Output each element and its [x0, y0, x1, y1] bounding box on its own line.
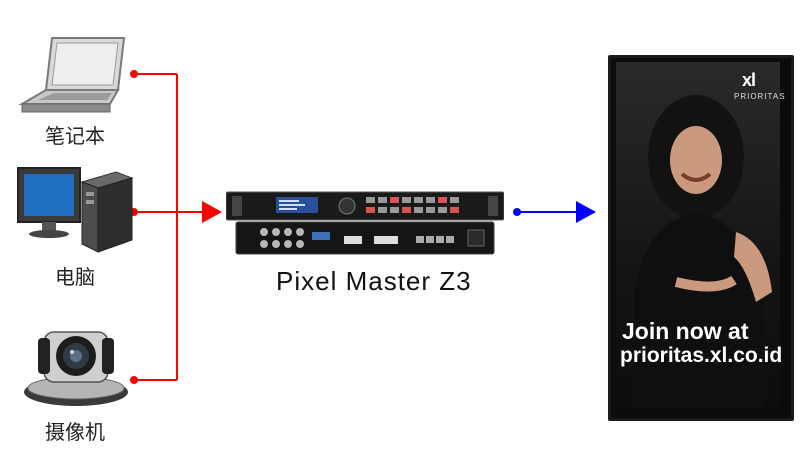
brand-logo: xl — [742, 70, 756, 90]
processor-label: Pixel Master Z3 — [276, 266, 472, 296]
camera-connector-dot — [130, 376, 138, 384]
desktop-computer-icon — [17, 167, 134, 253]
led-display-icon — [616, 62, 780, 408]
display-brand: xl PRIORITAS — [734, 70, 785, 101]
output-arrow-head — [576, 201, 596, 223]
video-camera-icon — [24, 331, 128, 406]
brand-subtitle: PRIORITAS — [734, 92, 786, 101]
source-label-laptop: 笔记本 — [45, 124, 105, 148]
input-arrow-head — [202, 201, 222, 223]
camera-device — [18, 320, 134, 410]
ad-text-line2: prioritas.xl.co.id — [620, 344, 783, 367]
source-label-camera: 摄像机 — [45, 420, 105, 444]
desktop-device — [14, 164, 134, 259]
ad-person-image — [634, 95, 772, 408]
laptop-device — [14, 32, 130, 118]
video-processor-icon — [225, 191, 505, 255]
source-label-desktop: 电脑 — [55, 265, 95, 289]
laptop-connector-dot — [130, 70, 138, 78]
processor-device — [225, 190, 505, 256]
laptop-icon — [18, 37, 126, 113]
ad-text-line1: Join now at — [622, 318, 749, 344]
